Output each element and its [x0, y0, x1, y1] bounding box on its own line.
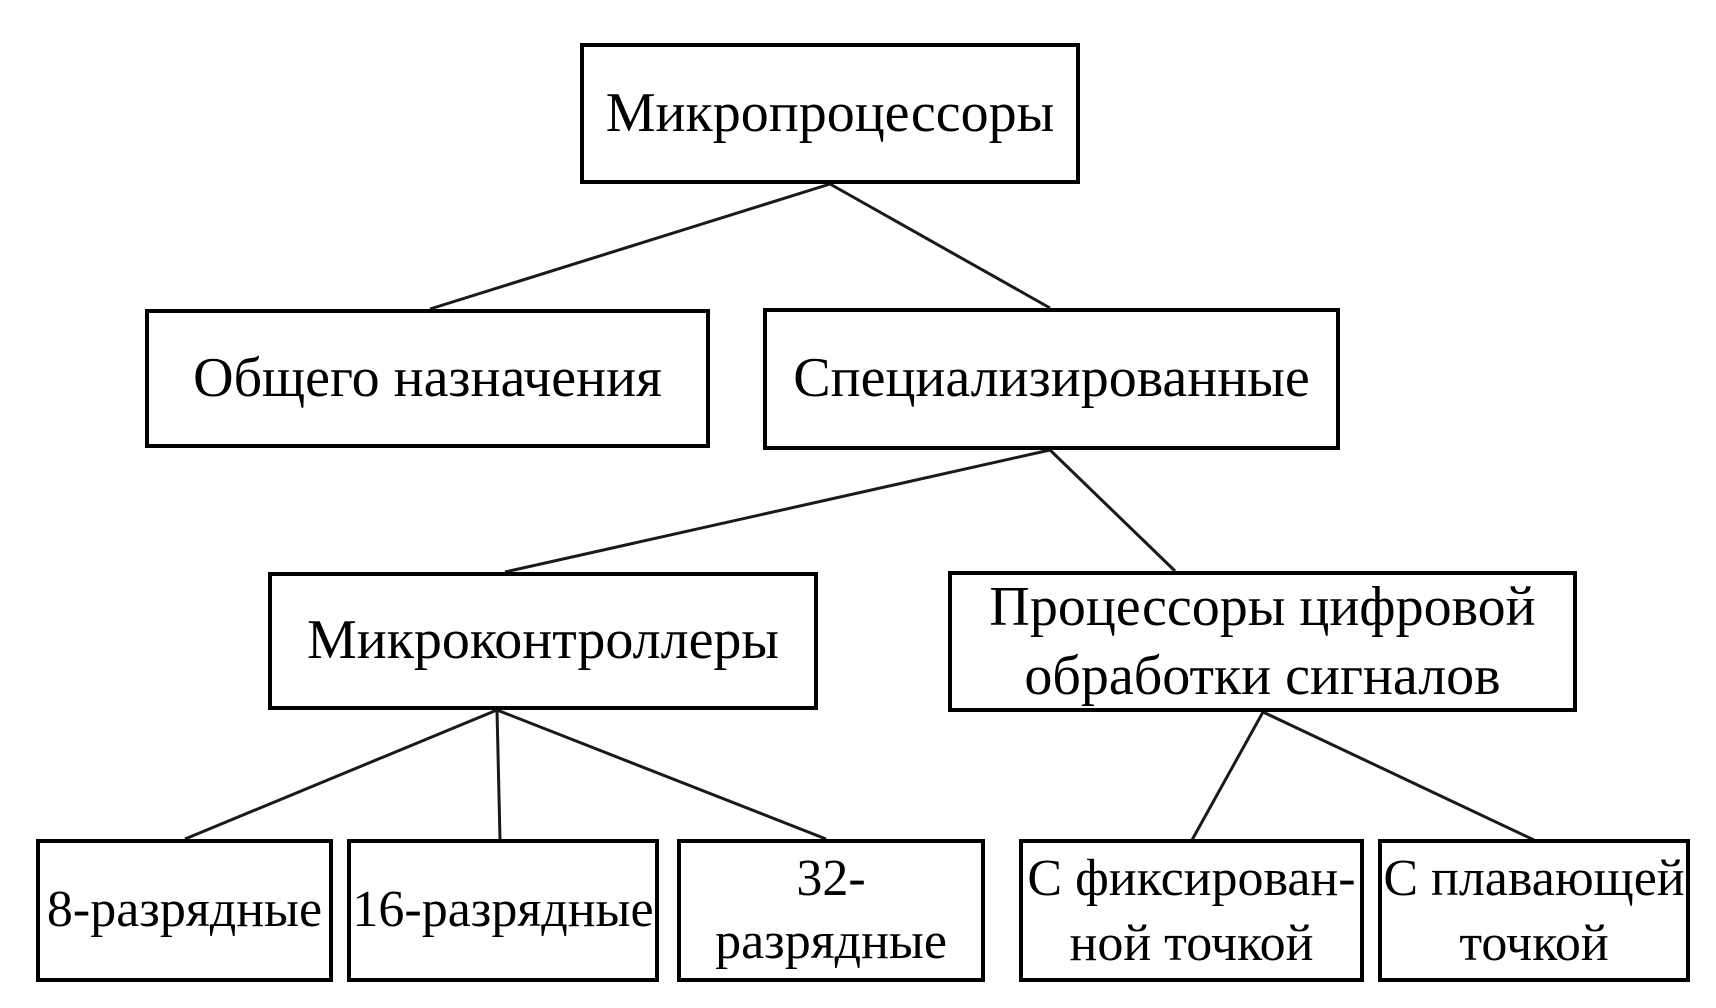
node-specialized: Специализированные	[763, 308, 1340, 450]
node-16-bit: 16-разрядные	[347, 839, 659, 982]
edge-mcu-bit16	[495, 709, 502, 840]
node-general-purpose-label: Общего назначения	[193, 346, 662, 409]
edge-dsp-fixed	[1190, 711, 1265, 841]
edge-mcu-bit32	[496, 708, 827, 841]
node-specialized-label: Специализированные	[793, 347, 1310, 410]
node-microcontrollers-label: Микроконтроллеры	[306, 609, 780, 672]
node-8-bit-label: 8-разрядные	[46, 881, 323, 939]
node-general-purpose: Общего назначения	[145, 309, 710, 448]
node-digital-signal-processors: Процессоры цифровой обработки сигналов	[948, 571, 1577, 712]
edge-specialized-dsp	[1048, 448, 1177, 573]
node-microprocessors-label: Микропроцессоры	[605, 81, 1055, 144]
edge-root-specialized	[829, 182, 1051, 310]
node-32-bit-label: 32-разрядные	[715, 850, 947, 970]
node-32-bit: 32-разрядные	[677, 839, 985, 982]
edge-root-general	[429, 182, 831, 311]
node-floating-point-label: С плавающей точкой	[1383, 849, 1685, 972]
node-microprocessors: Микропроцессоры	[580, 43, 1080, 184]
node-floating-point: С плавающей точкой	[1378, 839, 1690, 982]
node-digital-signal-processors-label: Процессоры цифровой обработки сигналов	[989, 576, 1536, 707]
node-8-bit: 8-разрядные	[36, 839, 333, 982]
node-microcontrollers: Микроконтроллеры	[268, 572, 818, 710]
node-16-bit-label: 16-разрядные	[352, 881, 654, 939]
edge-mcu-bit8	[184, 708, 498, 841]
node-fixed-point-label: С фиксирован- ной точкой	[1027, 849, 1356, 972]
node-fixed-point: С фиксирован- ной точкой	[1019, 839, 1364, 982]
edge-dsp-float	[1262, 710, 1535, 842]
edge-specialized-mcu	[504, 448, 1051, 574]
